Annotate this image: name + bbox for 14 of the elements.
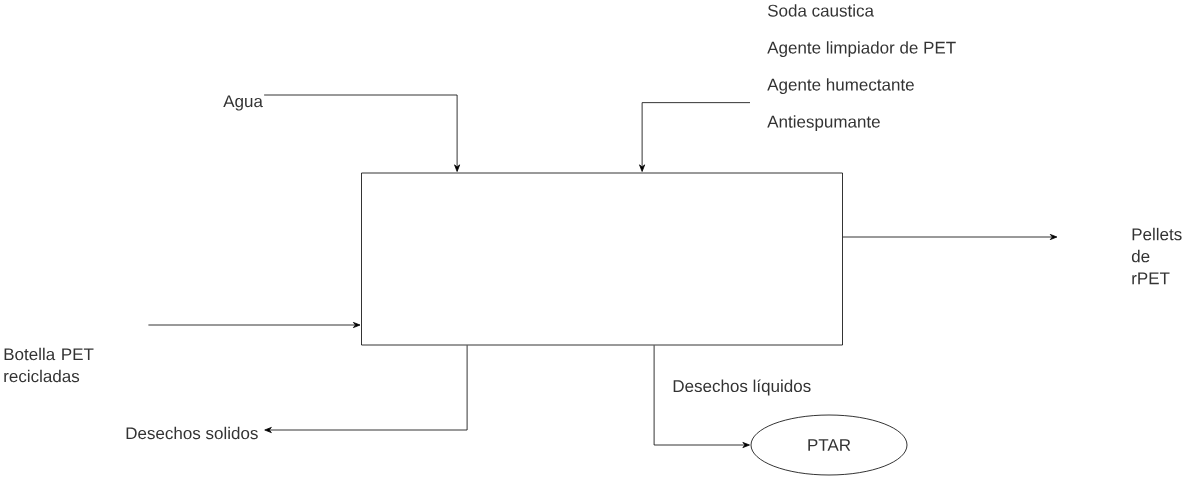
label-text: Soda caustica Agente limpiador de PET Agente humectante Antiespumante (767, 4, 956, 132)
arrow (263, 94, 461, 172)
label-text: Desechos solidos (126, 426, 258, 440)
label-text: Botella PET recicladas (4, 347, 94, 383)
ellipse-node: PTAR (750, 414, 908, 476)
arrow (653, 345, 750, 448)
edge-label: Desechos líquidos (671, 378, 813, 397)
arrow (264, 345, 468, 433)
arrow (148, 322, 361, 328)
label-text: Agua (223, 95, 263, 111)
arrow (639, 102, 751, 172)
process-box (361, 172, 843, 346)
arrow (842, 234, 1058, 240)
label-text: Pellets de rPET (1131, 227, 1182, 285)
